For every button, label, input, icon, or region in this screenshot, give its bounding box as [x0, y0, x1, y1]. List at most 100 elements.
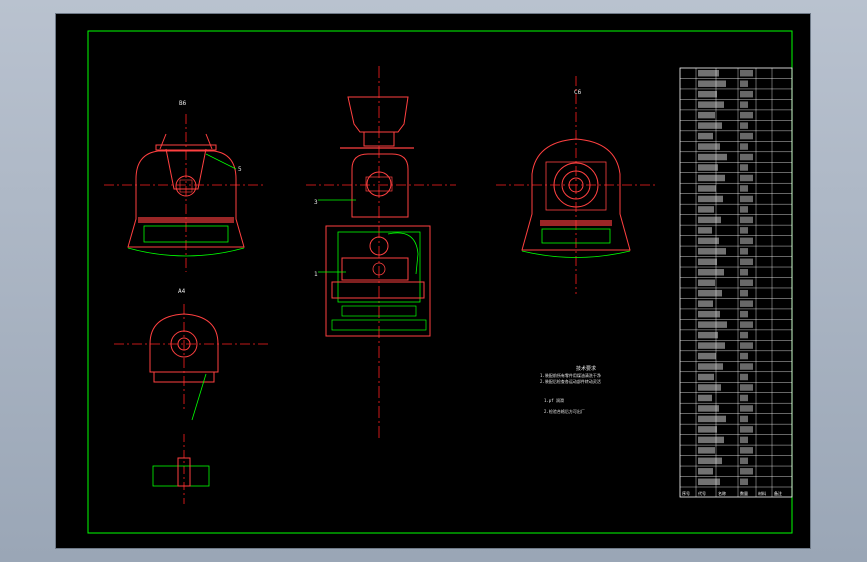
lower-view-base [153, 371, 215, 383]
parts-table-entry [698, 384, 721, 391]
left-leader-number: 5 [238, 166, 242, 173]
center-motor [341, 257, 409, 281]
center-upper-gear [366, 171, 392, 197]
parts-table-entry [740, 227, 748, 234]
parts-table-entry [698, 300, 713, 307]
parts-table-footer-cell: 序号 [682, 490, 690, 496]
parts-table-footer-cell: 代号 [698, 490, 706, 496]
parts-table-entry [740, 122, 748, 129]
parts-table-entry [740, 206, 748, 213]
parts-table-entry [740, 342, 753, 349]
center-upper-housing [351, 153, 409, 218]
right-view-base [540, 220, 612, 226]
parts-table-entry [740, 321, 753, 328]
lower-view-leader [191, 373, 207, 421]
parts-table-entry [740, 185, 748, 192]
parts-table-entry [698, 405, 719, 412]
parts-table-entry [740, 405, 753, 412]
cad-drawing-canvas[interactable]: B6 5 3 1 [56, 14, 812, 550]
left-view-housing [127, 150, 245, 248]
parts-table-entry [698, 153, 727, 161]
center-dim-box-1 [341, 305, 417, 317]
parts-table-entry [740, 310, 748, 318]
detail-view[interactable] [152, 434, 210, 504]
right-view-hub [568, 177, 584, 193]
parts-table-entry [740, 132, 753, 140]
center-front-view[interactable]: 3 1 [306, 66, 456, 439]
notes-line-1: 1.装配前所有零件用煤油清洗干净 [540, 372, 601, 378]
parts-table-entry [740, 468, 753, 475]
lower-view-rotor-hub [177, 337, 191, 351]
left-view-shaft [175, 175, 197, 197]
parts-table-entry [698, 279, 715, 286]
right-side-view[interactable]: C6 [496, 76, 656, 294]
parts-table-entry [698, 227, 712, 234]
left-view-hopper-ears [159, 133, 213, 150]
center-upper-shaft [365, 176, 393, 192]
parts-table-entry [698, 478, 720, 485]
right-view-foot-plate [541, 228, 611, 244]
parts-table-entry [740, 70, 753, 77]
lower-view-label: A4 [178, 288, 186, 295]
parts-table-entry [698, 394, 712, 402]
notes-line-3: 1.pf 润滑 [544, 397, 564, 403]
outer-border [87, 30, 793, 534]
parts-table-entry [698, 122, 722, 129]
parts-table-entry [740, 436, 748, 444]
parts-table-entry [740, 143, 748, 150]
parts-table-entry [740, 394, 748, 402]
lower-view-housing [149, 313, 219, 373]
center-frame [325, 225, 431, 337]
parts-table[interactable]: 序号代号名称数量材料备注 [679, 67, 793, 498]
parts-table-entry [698, 457, 722, 465]
center-motor-pulley [372, 262, 386, 276]
drawing-viewport[interactable]: B6 5 3 1 [55, 13, 811, 549]
right-view-motor-body [545, 161, 607, 211]
parts-table-entry [698, 206, 714, 213]
parts-table-entry [740, 111, 753, 119]
parts-table-footer-cell: 数量 [740, 490, 748, 496]
left-side-view[interactable]: B6 5 [104, 100, 266, 272]
notes-line-2: 2.装配后检查各运动部件转动灵活 [540, 378, 601, 384]
parts-table-entry [698, 248, 726, 255]
center-lower-gear [369, 236, 389, 256]
center-leader-upper-number: 3 [314, 199, 318, 206]
parts-table-entry [698, 310, 720, 318]
parts-table-entry [740, 258, 753, 266]
parts-table-entry [740, 289, 748, 297]
parts-table-entry [740, 478, 748, 485]
left-view-leader [205, 153, 237, 170]
parts-table-entry [740, 90, 753, 98]
parts-table-entry [740, 457, 748, 465]
parts-table-entry [740, 101, 748, 108]
parts-table-footer-cell: 名称 [718, 490, 726, 496]
parts-table-entry [698, 143, 720, 150]
parts-table-entry [698, 174, 725, 182]
parts-table-entry [698, 237, 719, 245]
parts-table-entry [740, 331, 748, 339]
lower-left-view[interactable]: A4 [114, 288, 268, 421]
parts-table-entry [698, 195, 723, 203]
parts-table-entry [698, 468, 713, 475]
parts-table-entry [740, 447, 753, 454]
center-hopper-neck [363, 131, 395, 147]
lower-view-rotor [170, 330, 198, 358]
parts-table-entry [698, 331, 718, 339]
center-leader-lower-number: 1 [314, 271, 318, 278]
left-view-shaft-hatch [179, 179, 193, 193]
parts-table-entry [740, 373, 748, 381]
parts-table-entry [740, 426, 753, 433]
right-view-label: C6 [574, 89, 582, 96]
parts-table-entry [698, 342, 725, 349]
notes-line-4: 2.检验合格后方可出厂 [544, 408, 585, 414]
parts-table-entry [698, 111, 715, 119]
parts-table-entry [698, 289, 722, 297]
parts-table-footer-cell: 材料 [758, 490, 766, 496]
parts-table-entry [698, 436, 724, 444]
parts-table-entry [698, 415, 726, 423]
parts-table-entry [698, 373, 714, 381]
parts-table-entry [740, 153, 753, 161]
left-view-ground-curve [127, 247, 245, 257]
notes-heading: 技术要求 [576, 365, 596, 372]
parts-table-entry [740, 300, 753, 307]
